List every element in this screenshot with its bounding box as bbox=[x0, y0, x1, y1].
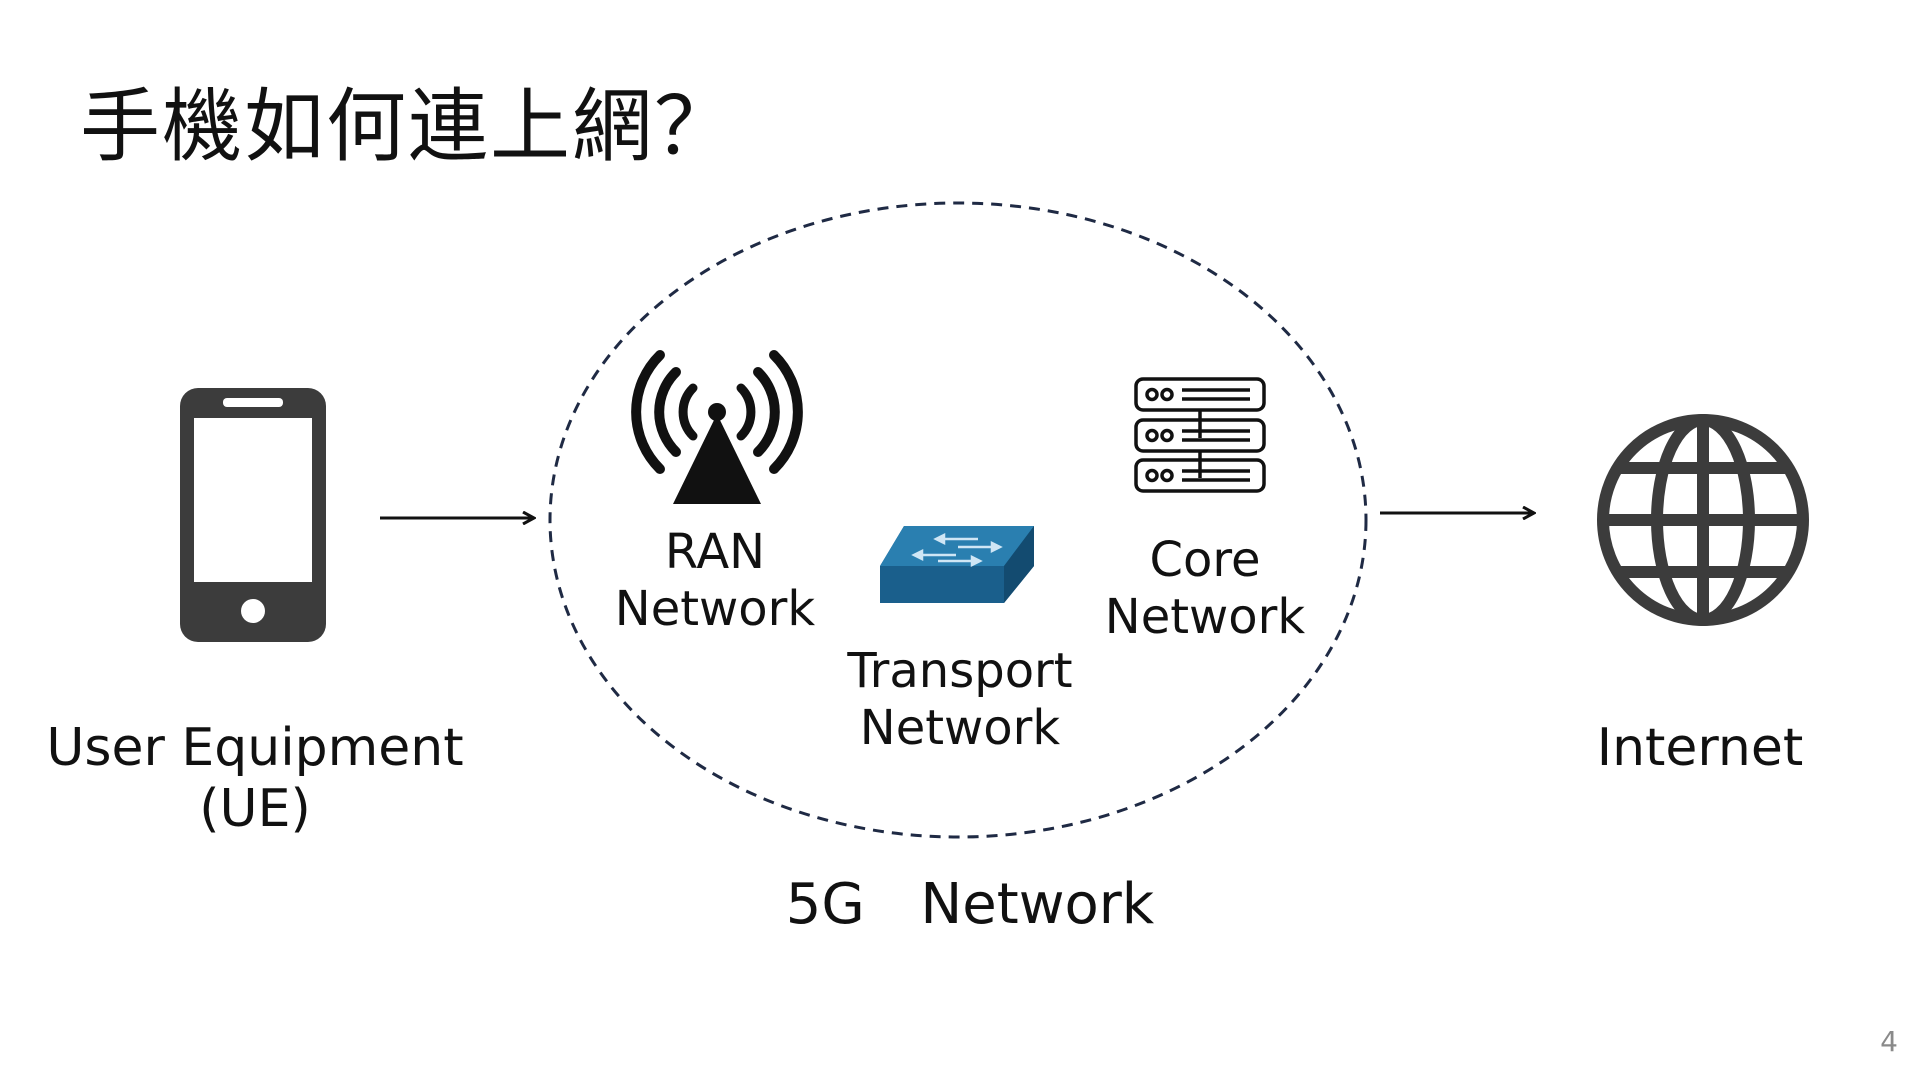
ue-label-line1: User Equipment bbox=[46, 718, 464, 778]
core-label-line2: Network bbox=[1104, 588, 1306, 645]
server-rack-icon bbox=[1134, 377, 1266, 493]
internet-label: Internet bbox=[1550, 718, 1850, 779]
core-label: Core Network bbox=[1090, 532, 1320, 645]
network-switch-icon bbox=[880, 526, 1034, 603]
ran-label: RAN Network bbox=[600, 524, 830, 637]
5g-network-boundary bbox=[548, 201, 1368, 839]
page-title: 手機如何連上網？ bbox=[80, 80, 736, 173]
ran-label-line1: RAN bbox=[664, 524, 766, 580]
transport-label: Transport Network bbox=[820, 643, 1100, 756]
core-label-line1: Core bbox=[1149, 532, 1261, 588]
transport-label-line1: Transport bbox=[847, 643, 1073, 699]
antenna-tower-icon bbox=[631, 350, 803, 504]
ran-label-line2: Network bbox=[614, 580, 816, 637]
transport-label-line2: Network bbox=[859, 699, 1061, 756]
internet-label-line1: Internet bbox=[1596, 718, 1804, 778]
5g-network-label: 5G Network bbox=[785, 872, 1155, 937]
globe-icon bbox=[1597, 414, 1809, 626]
smartphone-icon bbox=[180, 388, 326, 642]
ue-label-line2: (UE) bbox=[199, 779, 311, 840]
page-number: 4 bbox=[1880, 1025, 1898, 1058]
ue-label: User Equipment (UE) bbox=[20, 718, 490, 841]
